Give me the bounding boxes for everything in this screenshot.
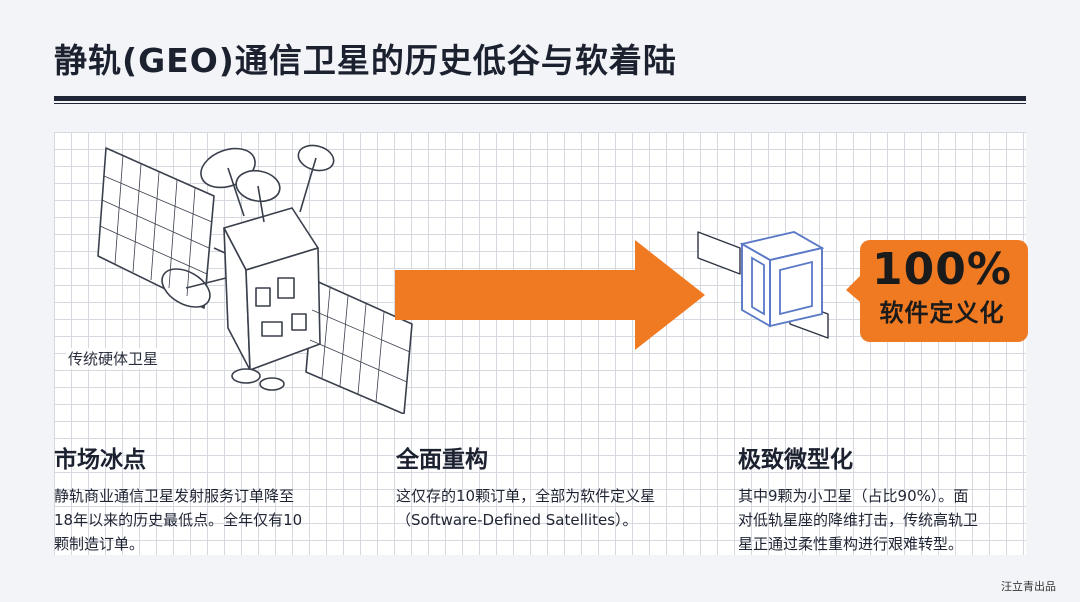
column-line: 颗制造订单。 [54, 535, 145, 553]
callout-text: 100% 软件定义化 [862, 243, 1022, 329]
column-body: 其中9颗为小卫星（占比90%）。面 对低轨星座的降维打击，传统高轨卫 星正通过柔… [738, 484, 978, 556]
column-line: 这仅存的10颗订单，全部为软件定义星 [396, 487, 656, 505]
column-body: 静轨商业通信卫星发射服务订单降至 18年以来的历史最低点。全年仅有10 颗制造订… [54, 484, 302, 556]
column-heading: 全面重构 [396, 447, 488, 473]
column-restructure: 全面重构 这仅存的10颗订单，全部为软件定义星 （Software-Define… [396, 440, 655, 532]
title-divider [54, 96, 1026, 101]
column-line: 星正通过柔性重构进行艰难转型。 [738, 535, 964, 553]
traditional-satellite-label: 传统硬体卫星 [66, 348, 161, 369]
callout-label: 软件定义化 [879, 299, 1005, 327]
column-body: 这仅存的10颗订单，全部为软件定义星 （Software-Defined Sat… [396, 484, 655, 532]
traditional-satellite-icon [97, 144, 413, 414]
small-cube-satellite-icon [697, 231, 829, 339]
column-line: （Software-Defined Satellites）。 [396, 511, 638, 529]
column-heading: 极致微型化 [738, 447, 853, 473]
column-line: 其中9颗为小卫星（占比90%）。面 [738, 487, 969, 505]
title-divider-thin [54, 103, 1026, 104]
column-heading: 市场冰点 [54, 447, 146, 473]
column-line: 静轨商业通信卫星发射服务订单降至 [54, 487, 295, 505]
column-line: 对低轨星座的降维打击，传统高轨卫 [738, 511, 979, 529]
credit-text: 汪立青出品 [1001, 580, 1056, 593]
page-title: 静轨(GEO)通信卫星的历史低谷与软着陆 [54, 41, 677, 80]
grid-background [54, 132, 1026, 555]
callout-box [846, 240, 1028, 342]
right-arrow-icon [395, 240, 705, 350]
column-line: 18年以来的历史最低点。全年仅有10 [54, 511, 303, 529]
callout-percent: 100% [872, 244, 1012, 295]
column-miniaturize: 极致微型化 其中9颗为小卫星（占比90%）。面 对低轨星座的降维打击，传统高轨卫… [738, 440, 978, 556]
column-market: 市场冰点 静轨商业通信卫星发射服务订单降至 18年以来的历史最低点。全年仅有10… [54, 440, 302, 556]
